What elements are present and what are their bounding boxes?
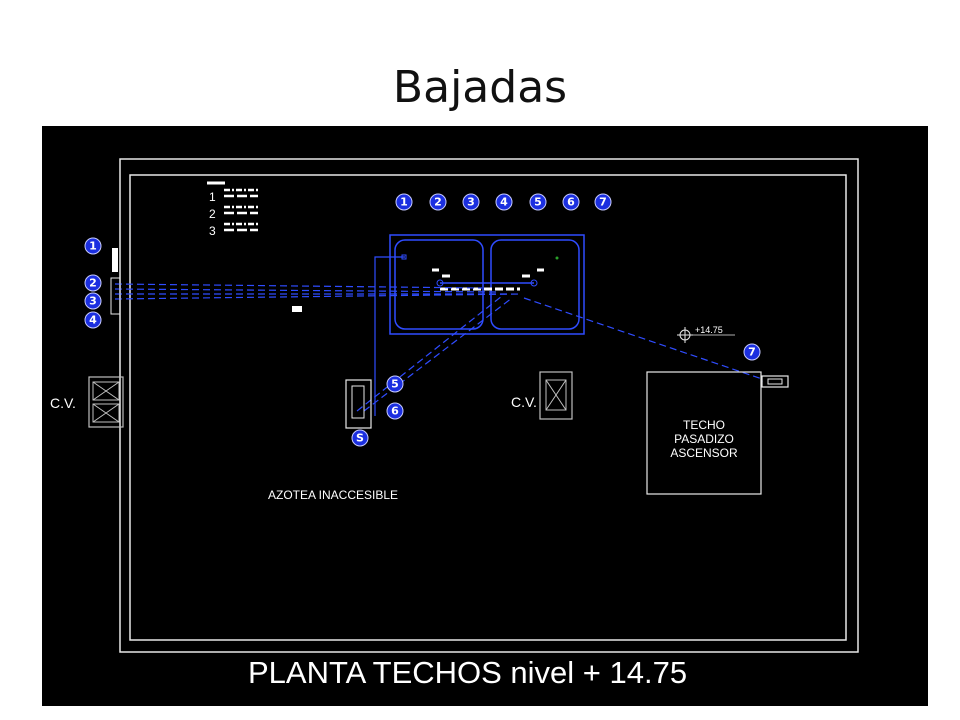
pipes-to-shaft [356, 295, 513, 412]
azotea-label: AZOTEA INACCESIBLE [268, 488, 398, 502]
outlet-1 [112, 248, 118, 272]
svg-text:7: 7 [599, 196, 607, 209]
left-marker-1: 1 [84, 237, 102, 255]
roof-plan-svg: 1 2 3 [50, 158, 859, 690]
marker-6: 6 [386, 402, 404, 420]
roof-drain-inner [767, 378, 783, 385]
marker-7: 7 [743, 343, 761, 361]
top-marker-4: 4 [495, 193, 513, 211]
shaft-inner [351, 385, 365, 419]
cad-drawing: 1 2 3 [42, 126, 928, 706]
pipe-tank-to-shaft [374, 256, 405, 416]
cv-left-label: C.V. [50, 395, 76, 411]
svg-text:2: 2 [89, 277, 97, 290]
top-marker-7: 7 [594, 193, 612, 211]
top-marker-6: 6 [562, 193, 580, 211]
cv-left-cross [92, 381, 120, 423]
svg-text:1: 1 [89, 240, 97, 253]
outlet-2-4 [110, 277, 121, 315]
svg-text:4: 4 [500, 196, 508, 209]
building-outline-inner [129, 174, 847, 641]
roof-drain-outer [761, 375, 789, 388]
building-outline-outer [119, 158, 859, 653]
left-marker-2: 2 [84, 274, 102, 292]
top-marker-3: 3 [462, 193, 480, 211]
marker-s: S [351, 429, 369, 447]
elevator-roof-box [646, 371, 762, 495]
cv-center-label: C.V. [511, 394, 537, 410]
top-marker-5: 5 [529, 193, 547, 211]
line-legend: 1 2 3 [207, 181, 258, 238]
marker-5: 5 [386, 375, 404, 393]
legend-number-1: 1 [209, 190, 216, 204]
pipes-to-left-wall [114, 283, 523, 300]
drawing-caption: PLANTA TECHOS nivel + 14.75 [248, 655, 687, 690]
pipe-to-roof [523, 297, 763, 382]
left-marker-4: 4 [84, 311, 102, 329]
cv-center-box [539, 371, 573, 420]
level-mark-text: +14.75 [695, 325, 723, 335]
svg-text:7: 7 [748, 346, 756, 359]
legend-number-2: 2 [209, 207, 216, 221]
shaft-outer [345, 379, 372, 429]
collector-dashes [432, 268, 544, 291]
legend-number-3: 3 [209, 224, 216, 238]
svg-text:6: 6 [567, 196, 575, 209]
level-symbol [677, 327, 735, 343]
cv-left-box [88, 376, 124, 428]
svg-text:5: 5 [534, 196, 542, 209]
small-white-block [292, 306, 302, 312]
collector-node-left [436, 279, 444, 287]
collector-node-right [530, 279, 538, 287]
slide-title: Bajadas [392, 62, 568, 113]
svg-text:6: 6 [391, 405, 399, 418]
roof-label-line-1: TECHO [683, 418, 725, 432]
svg-text:3: 3 [89, 295, 97, 308]
svg-text:3: 3 [467, 196, 475, 209]
roof-label-line-2: PASADIZO [674, 432, 734, 446]
svg-text:2: 2 [434, 196, 442, 209]
water-tanks [389, 234, 585, 335]
roof-label-line-3: ASCENSOR [670, 446, 738, 460]
svg-text:5: 5 [391, 378, 399, 391]
svg-text:1: 1 [400, 196, 408, 209]
cv-center-cross [545, 379, 567, 411]
left-marker-3: 3 [84, 292, 102, 310]
svg-text:S: S [356, 432, 364, 445]
svg-text:4: 4 [89, 314, 97, 327]
top-marker-1: 1 [395, 193, 413, 211]
top-marker-2: 2 [429, 193, 447, 211]
pipe-outlet-small [401, 254, 407, 260]
